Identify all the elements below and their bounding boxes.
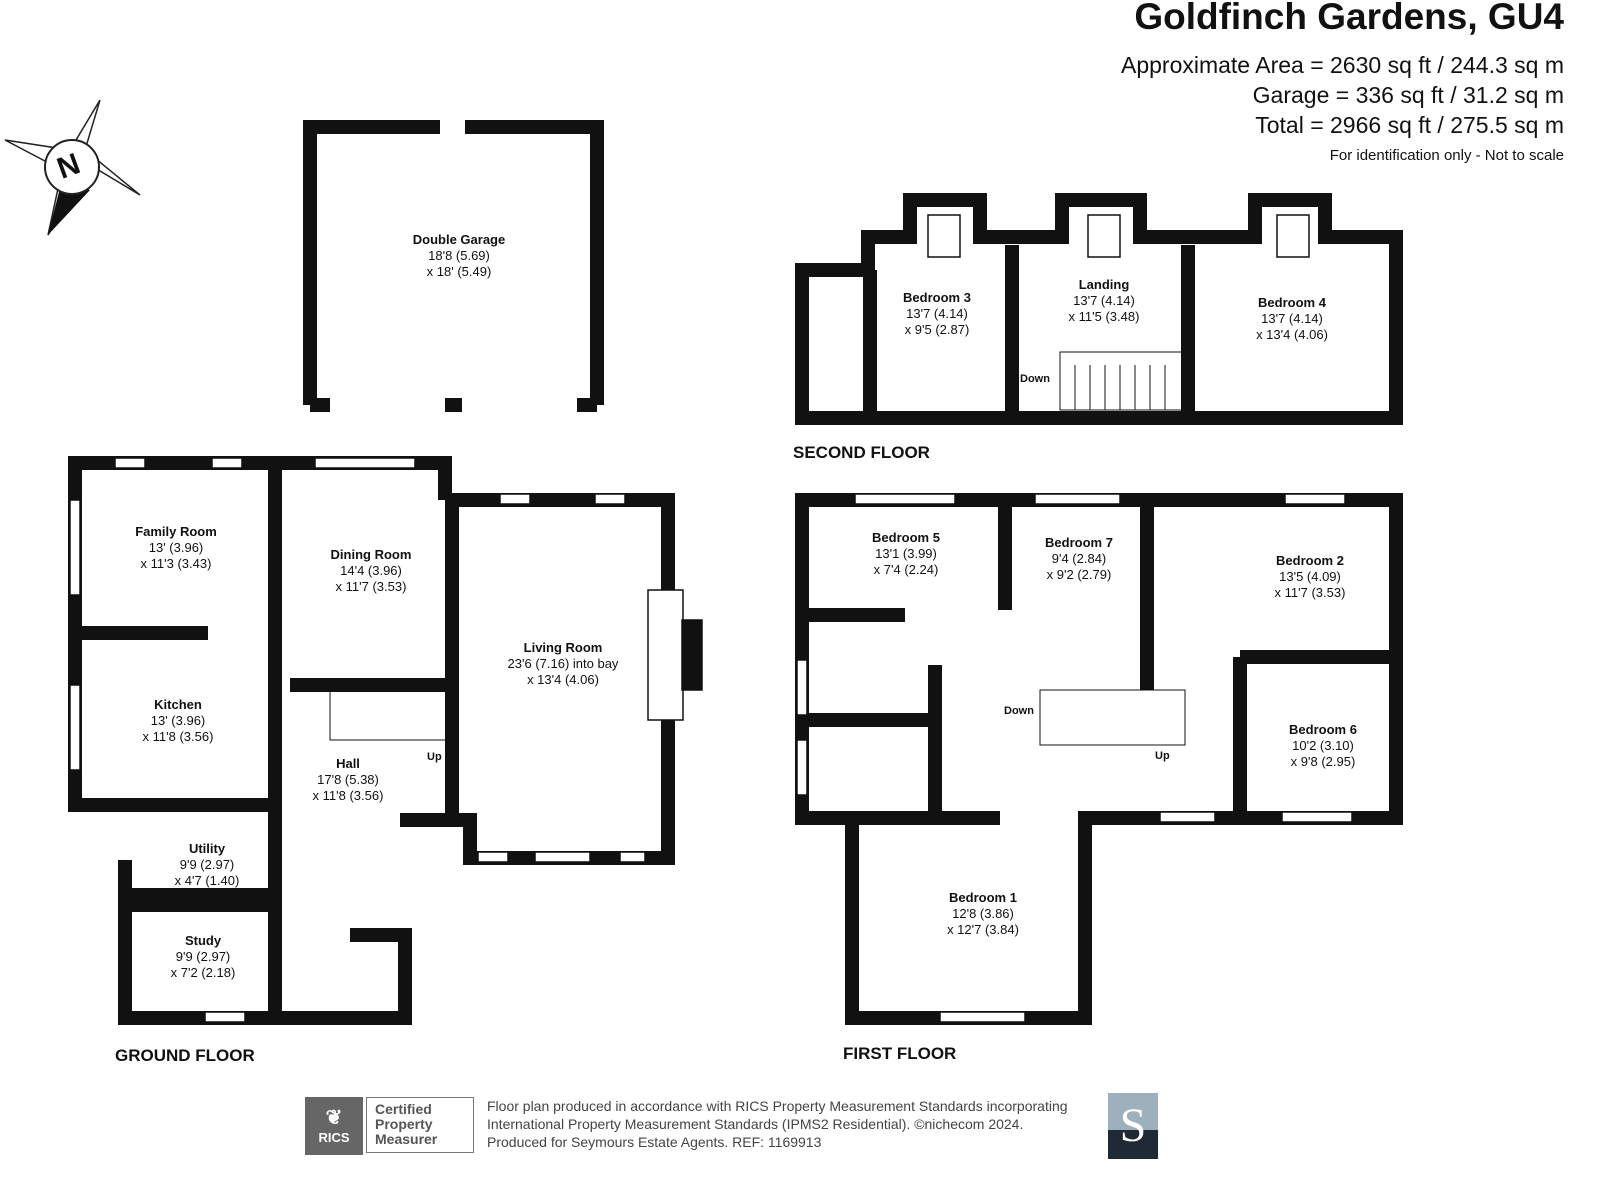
windows: [69, 214, 1353, 1023]
footer-line: International Property Measurement Stand…: [487, 1116, 1024, 1132]
staircase: [329, 351, 1186, 746]
stairs-up-label: Up: [427, 751, 442, 763]
second-floor-label: SECOND FLOOR: [793, 443, 930, 462]
approx-area: Approximate Area = 2630 sq ft / 244.3 sq…: [1120, 52, 1564, 78]
footer-text: Floor plan produced in accordance with R…: [487, 1097, 1068, 1151]
ground-floor-label: GROUND FLOOR: [115, 1046, 255, 1065]
compass-icon: [4, 99, 141, 236]
stairs-down-label: Down: [1020, 373, 1050, 385]
scale-note: For identification only - Not to scale: [1329, 147, 1564, 164]
footer-line: Produced for Seymours Estate Agents. REF…: [487, 1134, 822, 1150]
walls: [68, 120, 1403, 1025]
first-floor-label: FIRST FLOOR: [843, 1044, 957, 1063]
stairs-up-label: Up: [1155, 750, 1170, 762]
agent-logo: S: [1108, 1093, 1158, 1159]
stairs-down-label: Down: [1004, 705, 1034, 717]
total-area: Total = 2966 sq ft / 275.5 sq m: [1255, 112, 1564, 138]
property-title: Goldfinch Gardens, GU4: [1134, 0, 1564, 37]
rics-logo: ❦RICS: [305, 1097, 363, 1155]
certified-measurer-badge: Certified Property Measurer: [366, 1097, 474, 1153]
footer-line: Floor plan produced in accordance with R…: [487, 1098, 1068, 1114]
garage-area: Garage = 336 sq ft / 31.2 sq m: [1252, 82, 1564, 108]
